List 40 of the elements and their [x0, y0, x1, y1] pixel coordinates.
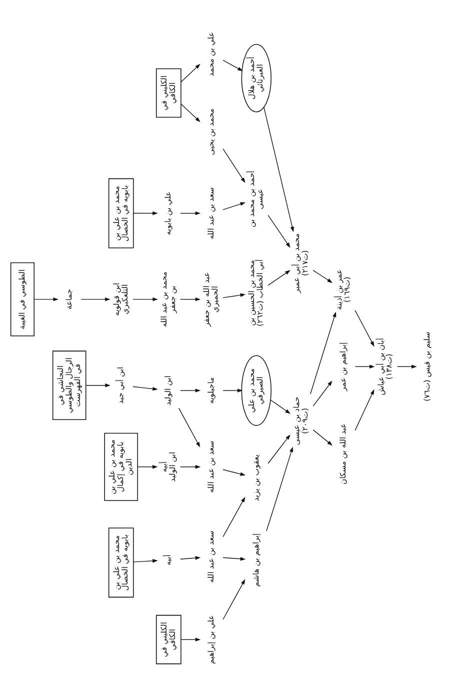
arrow: [396, 364, 417, 368]
arrow: [80, 297, 110, 302]
arrow: [222, 60, 243, 72]
arrow: [264, 106, 294, 232]
arrow: [133, 559, 158, 563]
arrow: [268, 434, 290, 464]
arrow: [354, 310, 374, 347]
arrow: [180, 556, 201, 560]
arrow: [180, 104, 200, 122]
arrow: [312, 430, 333, 446]
arrow: [180, 388, 201, 392]
arrow: [222, 388, 243, 392]
arrow: [312, 380, 332, 406]
arrow: [354, 364, 375, 368]
arrow: [133, 211, 158, 216]
arrow: [222, 579, 246, 620]
arrow: [180, 64, 200, 82]
arrow: [312, 270, 333, 283]
arrow: [180, 465, 201, 469]
arrow: [180, 297, 201, 302]
arrow: [222, 148, 246, 183]
arrow: [266, 446, 294, 532]
arrow: [270, 400, 291, 414]
arrow: [354, 389, 374, 431]
arrow: [178, 408, 200, 448]
arrow: [132, 386, 158, 391]
arrow: [222, 496, 246, 538]
arrow: [222, 202, 246, 210]
arrow: [180, 638, 201, 642]
arrow: [222, 293, 246, 298]
arrow: [86, 384, 110, 388]
arrow: [132, 297, 158, 302]
arrow: [137, 465, 158, 469]
arrow: [34, 297, 59, 302]
arrow: [222, 557, 246, 561]
arrow: [310, 312, 336, 394]
arrow: [222, 469, 246, 476]
arrow: [268, 214, 290, 248]
arrow: [180, 211, 201, 216]
arrow: [268, 270, 290, 286]
